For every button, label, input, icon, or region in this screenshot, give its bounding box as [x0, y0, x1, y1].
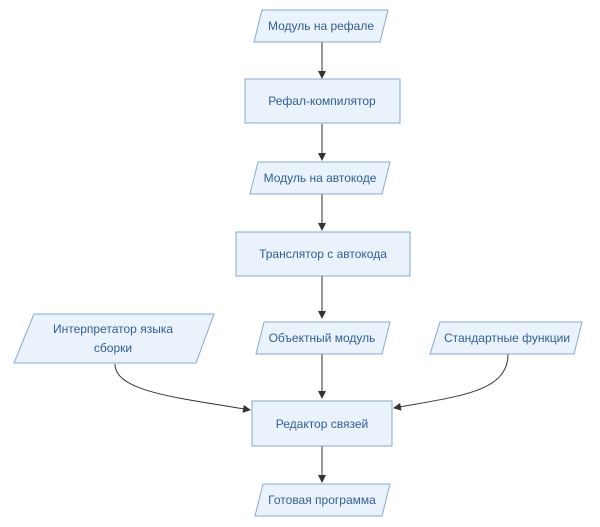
parallelogram-shape — [255, 321, 391, 355]
node-assembly-interpreter: Интерпретатор языка сборки — [13, 313, 215, 364]
rectangle-shape — [235, 231, 411, 277]
parallelogram-shape — [249, 161, 391, 195]
node-label-object-module: Объектный модуль — [269, 331, 376, 345]
node-autocode-module: Модуль на автокоде — [249, 161, 391, 195]
node-label-assembly-interpreter-line2: сборки — [94, 341, 132, 355]
parallelogram-shape — [429, 321, 583, 355]
node-label-refal-compiler: Рефал-компилятор — [268, 94, 376, 108]
rectangle-shape — [244, 78, 401, 124]
node-standard-functions: Стандартные функции — [429, 321, 583, 355]
node-label-standard-functions: Стандартные функции — [444, 331, 570, 345]
node-ready-program: Готовая программа — [254, 483, 391, 517]
node-label-refal-module: Модуль на рефале — [268, 19, 374, 33]
node-refal-module: Модуль на рефале — [253, 9, 389, 43]
node-autocode-translator: Транслятор с автокода — [235, 231, 411, 277]
node-label-autocode-translator: Транслятор с автокода — [259, 247, 387, 261]
rectangle-shape — [251, 400, 393, 447]
parallelogram-shape — [13, 313, 215, 364]
node-label-linker: Редактор связей — [276, 417, 368, 431]
node-linker: Редактор связей — [251, 400, 393, 447]
edge-standard-functions-to-linker — [393, 353, 509, 411]
node-label-autocode-module: Модуль на автокоде — [264, 171, 377, 185]
node-refal-compiler: Рефал-компилятор — [244, 78, 401, 124]
node-label-assembly-interpreter-line1: Интерпретатор языка — [53, 322, 173, 336]
edge-interpreter-to-linker — [114, 363, 251, 413]
node-object-module: Объектный модуль — [255, 321, 391, 355]
node-label-ready-program: Готовая программа — [268, 493, 376, 507]
parallelogram-shape — [253, 9, 389, 43]
parallelogram-shape — [254, 483, 391, 517]
edges — [114, 42, 509, 483]
